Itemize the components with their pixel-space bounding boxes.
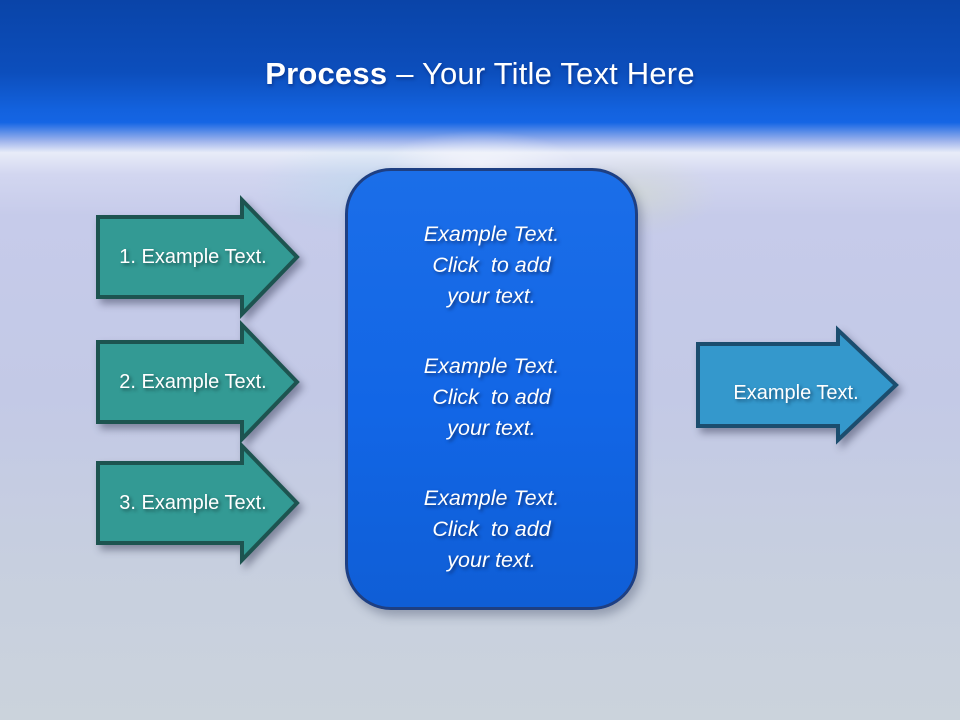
- example-paragraph-1: Example Text. Click to add your text.: [348, 219, 635, 312]
- right-arrow-icon: [96, 195, 300, 319]
- process-step-1-label: 1. Example Text.: [119, 246, 267, 268]
- result-arrow-label: Example Text.: [733, 382, 859, 404]
- right-arrow-icon: [696, 325, 899, 445]
- arrow-shape: [96, 320, 300, 444]
- paragraph-line: Click to add: [432, 385, 551, 409]
- example-paragraph-3: Example Text. Click to add your text.: [348, 483, 635, 576]
- title-subtitle: – Your Title Text Here: [396, 56, 695, 91]
- arrow-shape: [96, 441, 300, 565]
- arrow-shape: [96, 195, 300, 319]
- process-step-arrow-1[interactable]: 1. Example Text.: [96, 195, 300, 319]
- paragraph-line: Example Text.: [423, 486, 560, 510]
- paragraph-line: your text.: [447, 284, 536, 308]
- paragraph-line: Example Text.: [423, 222, 560, 246]
- right-arrow-icon: [96, 441, 300, 565]
- page-title: Process– Your Title Text Here: [0, 56, 960, 92]
- example-paragraph-2: Example Text. Click to add your text.: [348, 351, 635, 444]
- paragraph-line: Example Text.: [423, 354, 560, 378]
- paragraph-line: Click to add: [432, 517, 551, 541]
- paragraph-line: Click to add: [432, 253, 551, 277]
- process-step-2-label: 2. Example Text.: [119, 371, 267, 393]
- right-arrow-icon: [96, 320, 300, 444]
- process-step-arrow-2[interactable]: 2. Example Text.: [96, 320, 300, 444]
- paragraph-line: your text.: [447, 548, 536, 572]
- paragraph-line: your text.: [447, 416, 536, 440]
- arrow-shape: [696, 325, 899, 445]
- title-keyword: Process: [265, 56, 388, 91]
- process-step-arrow-3[interactable]: 3. Example Text.: [96, 441, 300, 565]
- center-text-box[interactable]: Example Text. Click to add your text. Ex…: [345, 168, 638, 610]
- result-arrow[interactable]: Example Text.: [696, 325, 900, 445]
- process-step-3-label: 3. Example Text.: [119, 492, 267, 514]
